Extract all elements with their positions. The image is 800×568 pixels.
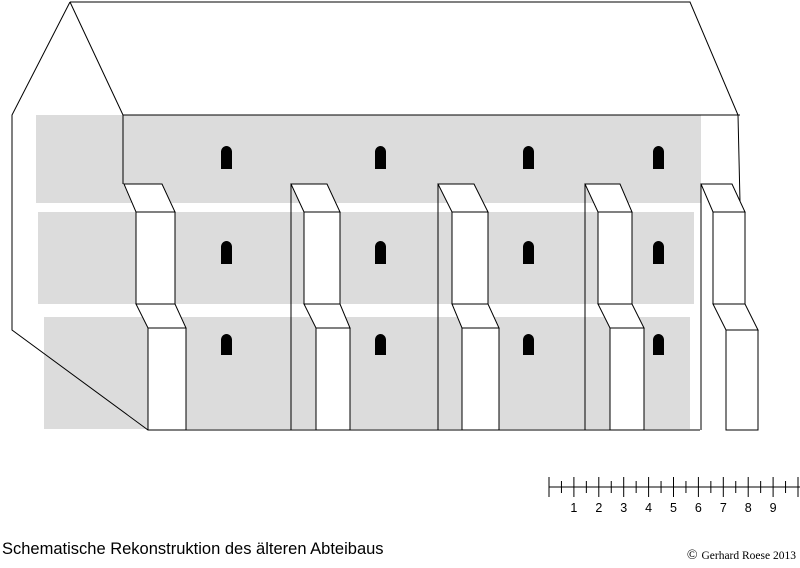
copyright-text: Gerhard Roese 2013	[701, 550, 796, 562]
copyright-notice: ©Gerhard Roese 2013	[687, 548, 796, 564]
floor-band-lower	[44, 317, 690, 429]
scale-label: 8	[745, 501, 752, 515]
scale-label: 1	[570, 501, 577, 515]
buttress-2	[290, 183, 351, 431]
building-outline	[11, 1, 741, 431]
window	[653, 146, 664, 169]
scale-label: 5	[670, 501, 677, 515]
window	[523, 334, 534, 355]
buttress-corner	[700, 183, 759, 431]
scale-label: 9	[770, 501, 777, 515]
window	[523, 241, 534, 264]
window	[653, 241, 664, 264]
scale-label: 6	[695, 501, 702, 515]
scale-label: 4	[645, 501, 652, 515]
buttress-3	[437, 183, 500, 431]
scale-label: 2	[595, 501, 602, 515]
copyright-symbol: ©	[686, 548, 698, 563]
window	[221, 334, 232, 355]
window	[221, 146, 232, 169]
window	[375, 334, 386, 355]
window	[523, 146, 534, 169]
buttress-4	[584, 183, 645, 431]
scale-label: 7	[720, 501, 727, 515]
scale-bar: 1 2 3 4 5 6 7 8 9	[548, 477, 800, 515]
windows	[221, 146, 664, 355]
buttress-1	[123, 183, 187, 431]
window	[653, 334, 664, 355]
window	[375, 241, 386, 264]
caption: Schematische Rekonstruktion des älteren …	[2, 540, 384, 558]
window	[221, 241, 232, 264]
window	[375, 146, 386, 169]
scale-label: 3	[620, 501, 627, 515]
